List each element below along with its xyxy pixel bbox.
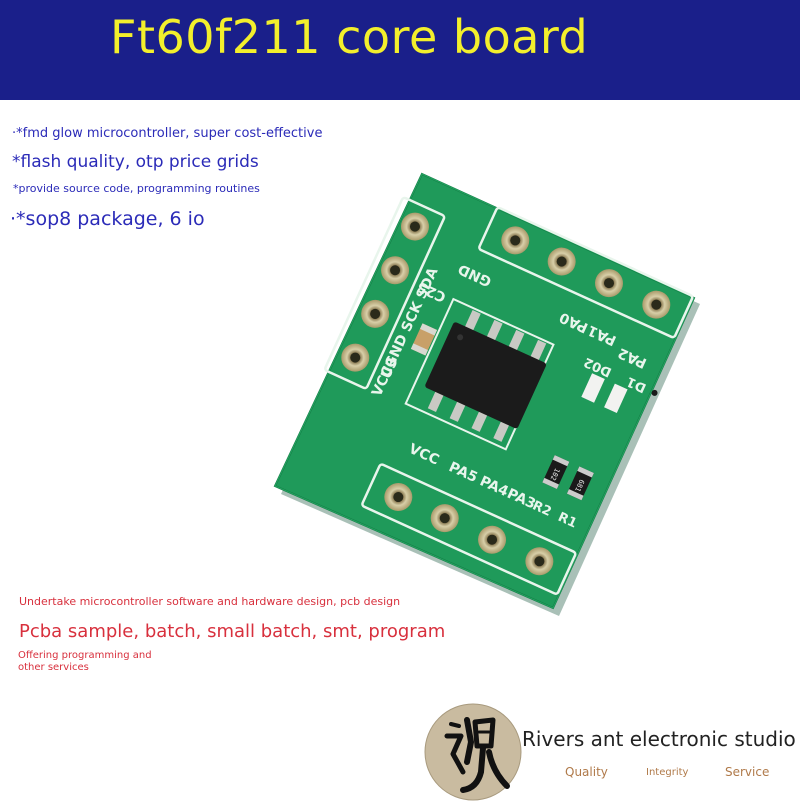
label-u3: U3: [378, 355, 401, 381]
left-header-outline: [324, 196, 446, 390]
studio-logo-seal: [424, 703, 522, 801]
service-line-1: Undertake microcontroller software and h…: [19, 595, 401, 608]
feature-line-4: ·*sop8 package, 6 io: [10, 208, 205, 230]
title-banner: Ft60f211 core board: [0, 0, 800, 100]
feature-line-2: *flash quality, otp price grids: [12, 152, 259, 172]
motto-integrity: Integrity: [646, 767, 689, 778]
led-d2: [581, 373, 605, 403]
feature-line-3: *provide source code, programming routin…: [13, 182, 260, 195]
page-title: Ft60f211 core board: [110, 10, 589, 64]
left-header-pads: [341, 212, 429, 372]
top-header-pads: [501, 226, 671, 319]
led-d1: [604, 383, 628, 414]
bottom-header-pads: [384, 483, 554, 576]
bottom-header-outline: [361, 463, 577, 595]
studio-name: Rivers ant electronic studio: [522, 727, 796, 751]
label-d1: D1: [625, 373, 649, 395]
label-r2: R2: [530, 498, 554, 520]
motto-service: Service: [725, 765, 770, 779]
service-line-2: Pcba sample, batch, small batch, smt, pr…: [19, 621, 446, 642]
feature-line-1: ·*fmd glow microcontroller, super cost-e…: [12, 126, 323, 141]
service-line-3: Offering programming and other services: [18, 650, 152, 673]
top-header-outline: [478, 206, 694, 339]
motto-quality: Quality: [565, 765, 608, 779]
label-r1: R1: [555, 510, 579, 532]
sop8-chip: [425, 322, 547, 429]
